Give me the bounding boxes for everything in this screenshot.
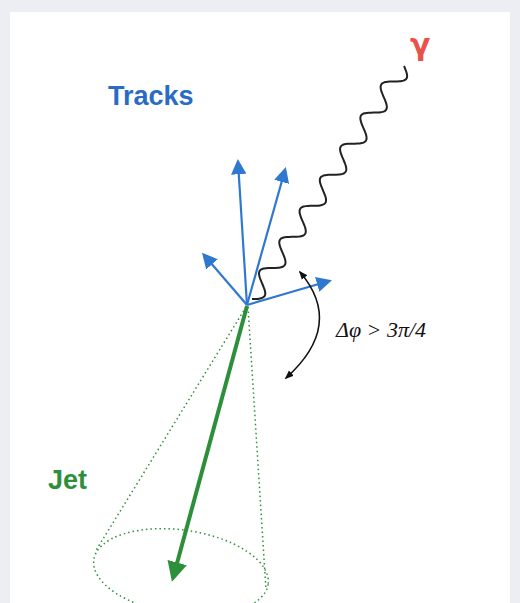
angle-arc — [286, 272, 319, 378]
jet-label: Jet — [48, 466, 87, 496]
jet-cone — [88, 307, 274, 603]
photon-line — [252, 66, 407, 299]
tracks-label: Tracks — [108, 82, 194, 112]
photon-label: γ — [410, 28, 430, 61]
panel — [10, 12, 510, 603]
angle-label: Δφ > 3π/4 — [336, 318, 426, 342]
track-arrows — [204, 162, 329, 305]
jet-axis — [173, 306, 247, 578]
